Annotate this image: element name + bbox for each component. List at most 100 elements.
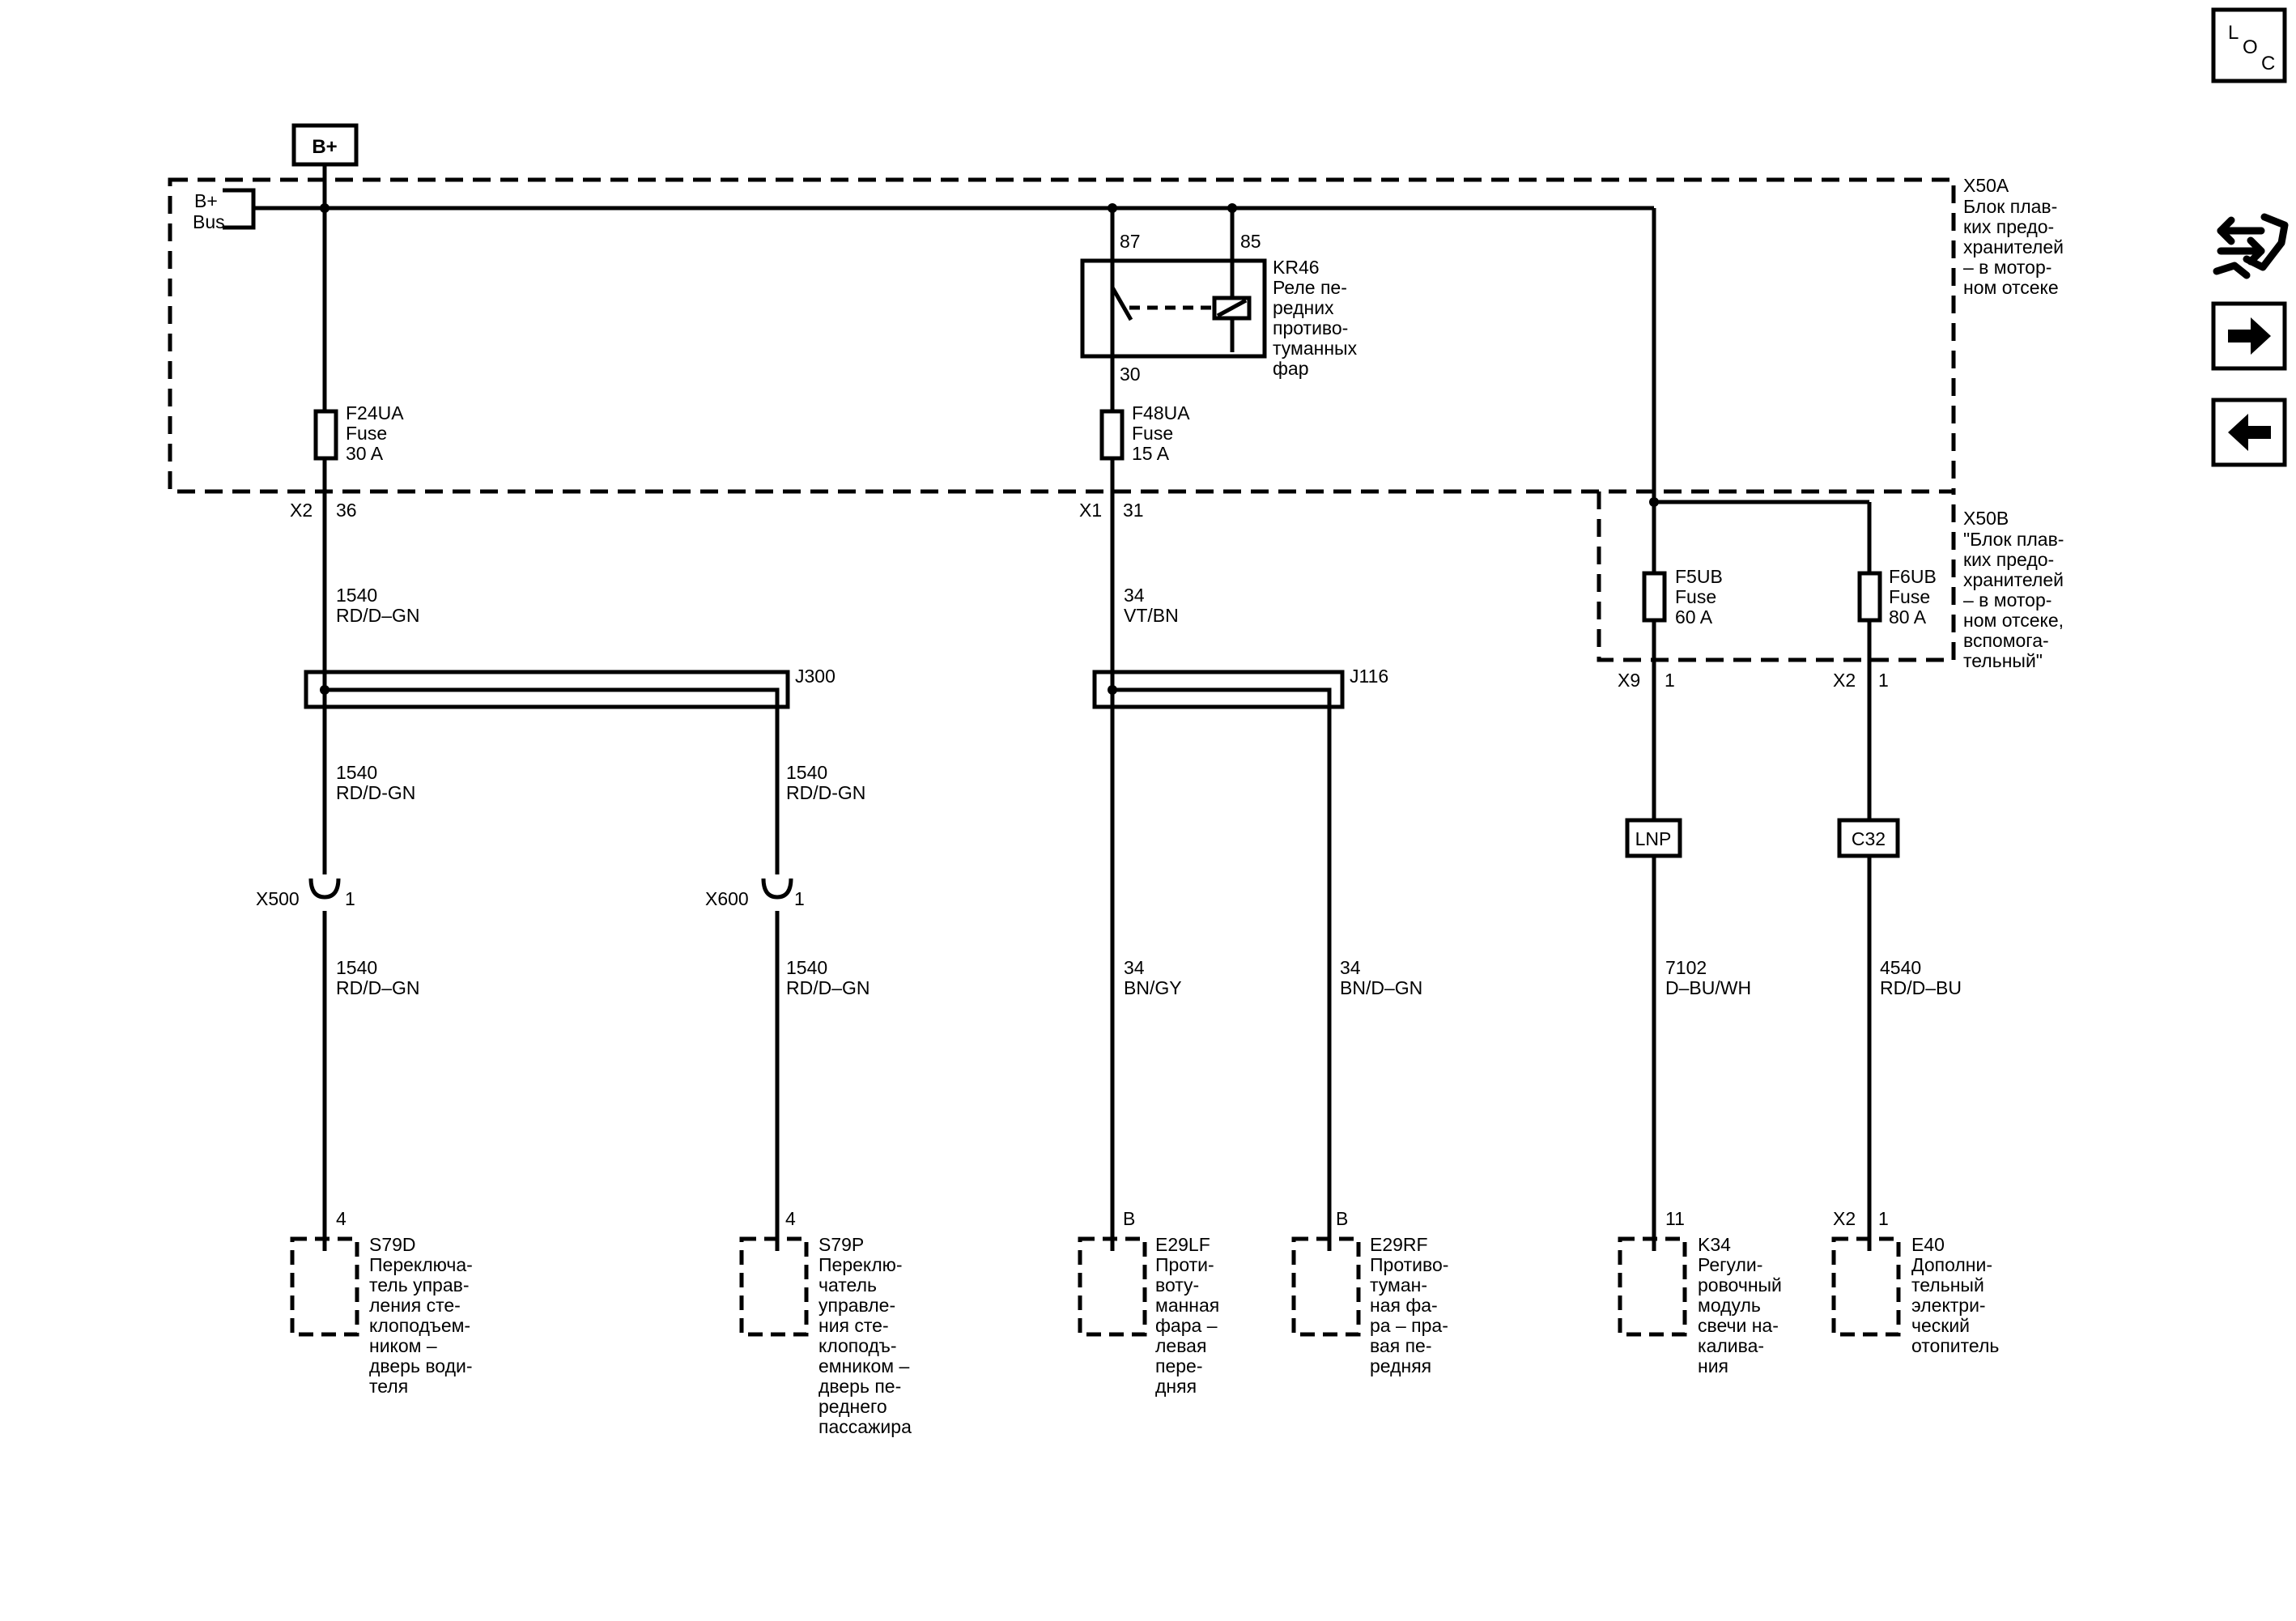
- component-desc-line: дверь води-: [369, 1355, 473, 1376]
- wire-circuit: 1540: [336, 762, 377, 783]
- fuse-block-x50a-outline: [168, 177, 1956, 494]
- component-desc-line: Регули-: [1698, 1254, 1762, 1275]
- wire-color: RD/D-GN: [786, 782, 865, 803]
- fuse-f6ub-type: Fuse: [1889, 586, 1930, 607]
- fuse-block-a-desc-line: ном отсеке: [1963, 277, 2059, 298]
- junction-dot: [1108, 685, 1117, 695]
- fuse-f5ub-pin: 1: [1665, 670, 1675, 691]
- component-desc-line: электри-: [1911, 1295, 1986, 1316]
- component-e29rf-box: [1291, 1236, 1361, 1337]
- fuse-f24ua-id: F24UA: [346, 402, 404, 423]
- relay-desc-line: редних: [1273, 297, 1334, 318]
- wire-circuit: 7102: [1665, 957, 1707, 978]
- component-s79d-box: [290, 1236, 359, 1337]
- splice-j300-branch: [325, 687, 780, 874]
- relay-switch-arm: [1110, 286, 1133, 321]
- wire-color: VT/BN: [1124, 605, 1179, 626]
- wire-circuit: 1540: [786, 762, 827, 783]
- fuse-block-a-desc-line: Блок плав-: [1963, 196, 2057, 217]
- arrow-right-icon[interactable]: [2211, 301, 2287, 371]
- harness-connector-icon[interactable]: [2213, 213, 2289, 279]
- component-desc-line: теля: [369, 1376, 408, 1397]
- fuse-block-a-id: X50A: [1963, 175, 2009, 196]
- component-desc-line: ния сте-: [818, 1315, 889, 1336]
- fuse-f5ub-rating: 60 A: [1675, 606, 1713, 628]
- relay-desc-line: туманных: [1273, 338, 1358, 359]
- power-source-label: B+: [312, 136, 337, 158]
- fuse-block-b-desc-line: тельный": [1963, 650, 2043, 671]
- relay-desc-line: противо-: [1273, 317, 1348, 338]
- wire-circuit: 4540: [1880, 957, 1921, 978]
- component-desc-line: реднего: [818, 1396, 887, 1417]
- component-desc-line: ления сте-: [369, 1295, 461, 1316]
- component-desc-line: Дополни-: [1911, 1254, 1992, 1275]
- component-desc-line: дверь пе-: [818, 1376, 901, 1397]
- fuse-f24ua-rating: 30 A: [346, 443, 384, 464]
- component-s79p-box: [739, 1236, 809, 1337]
- splice-j116-branch: [1112, 687, 1332, 1251]
- component-s79d-pin: 4: [336, 1208, 347, 1229]
- arrow-left-icon[interactable]: [2211, 398, 2287, 467]
- component-desc-line: вая пе-: [1370, 1335, 1432, 1356]
- loc-letter-c: C: [2261, 53, 2275, 74]
- fuse-block-a-desc-line: – в мотор-: [1963, 257, 2052, 278]
- component-desc-line: пере-: [1155, 1355, 1203, 1376]
- relay-desc-line: фар: [1273, 358, 1309, 379]
- relay-kr46-box: [1080, 258, 1267, 359]
- component-desc-line: редняя: [1370, 1355, 1431, 1376]
- component-desc-line: ровочный: [1698, 1274, 1782, 1296]
- component-desc-line: модуль: [1698, 1295, 1761, 1316]
- relay-desc-line: Реле пе-: [1273, 277, 1347, 298]
- fuse-block-b-id: X50B: [1963, 508, 2009, 529]
- location-view-button[interactable]: L O C: [2211, 7, 2287, 83]
- fuse-block-a-desc-line: хранителей: [1963, 236, 2064, 257]
- component-desc-line: ная фа-: [1370, 1295, 1438, 1316]
- fuse-f6ub-rating: 80 A: [1889, 606, 1927, 628]
- wire-color: RD/D-GN: [336, 782, 415, 803]
- fuse-f48ua-type: Fuse: [1132, 423, 1173, 444]
- fuse-f48ua-symbol: [1099, 409, 1125, 461]
- tag-c32-box: [1837, 818, 1900, 858]
- fuse-f24ua-symbol: [313, 409, 338, 461]
- connector-x500-pin: 1: [345, 888, 355, 909]
- wire-color: RD/D–GN: [336, 605, 420, 626]
- splice-j116-label: J116: [1350, 666, 1388, 687]
- fuse-f6ub-pin: 1: [1878, 670, 1889, 691]
- wire-color: RD/D–GN: [786, 977, 870, 998]
- component-desc-line: манная: [1155, 1295, 1219, 1316]
- component-k34-box: [1618, 1236, 1687, 1337]
- connector-x600-id: X600: [705, 888, 749, 909]
- component-desc-line: Переключа-: [369, 1254, 473, 1275]
- component-s79d-id: S79D: [369, 1234, 416, 1255]
- fuse-block-b-desc-line: "Блок плав-: [1963, 529, 2064, 550]
- component-s79p-id: S79P: [818, 1234, 864, 1255]
- component-e40-conn: X2: [1833, 1208, 1856, 1229]
- wire-circuit: 34: [1124, 585, 1145, 606]
- component-e29rf-desc: Противо- туман- ная фа- ра – пра- вая пе…: [1370, 1254, 1448, 1376]
- component-e40-id: E40: [1911, 1234, 1945, 1255]
- loc-letter-l: L: [2228, 22, 2239, 44]
- relay-pin-87: 87: [1120, 231, 1141, 252]
- component-desc-line: ческий: [1911, 1315, 1970, 1336]
- component-s79p-pin: 4: [785, 1208, 796, 1229]
- component-desc-line: отопитель: [1911, 1335, 1999, 1356]
- wire-circuit: 34: [1124, 957, 1145, 978]
- fuse-f6ub-conn: X2: [1833, 670, 1856, 691]
- relay-coil-slash: [1216, 298, 1248, 318]
- fuse-block-b-desc-line: – в мотор-: [1963, 589, 2052, 611]
- fuse-f5ub-symbol: [1642, 571, 1667, 623]
- fuse-f24ua-pin: 36: [336, 500, 357, 521]
- fuse-block-b-desc-line: ких предо-: [1963, 549, 2054, 570]
- relay-pin-30: 30: [1120, 364, 1141, 385]
- connector-x500-symbol: [308, 878, 341, 900]
- wire-circuit: 1540: [336, 957, 377, 978]
- splice-j300-label: J300: [795, 666, 835, 687]
- component-e29rf-pin: B: [1336, 1208, 1348, 1229]
- component-e29lf-desc: Проти- воту- манная фара – левая пере- д…: [1155, 1254, 1219, 1397]
- fuse-block-a-desc-line: ких предо-: [1963, 216, 2054, 237]
- junction-dot: [320, 203, 330, 213]
- fuse-f48ua-conn: X1: [1079, 500, 1102, 521]
- fuse-f48ua-pin: 31: [1123, 500, 1144, 521]
- component-e29rf-id: E29RF: [1370, 1234, 1428, 1255]
- component-desc-line: Противо-: [1370, 1254, 1448, 1275]
